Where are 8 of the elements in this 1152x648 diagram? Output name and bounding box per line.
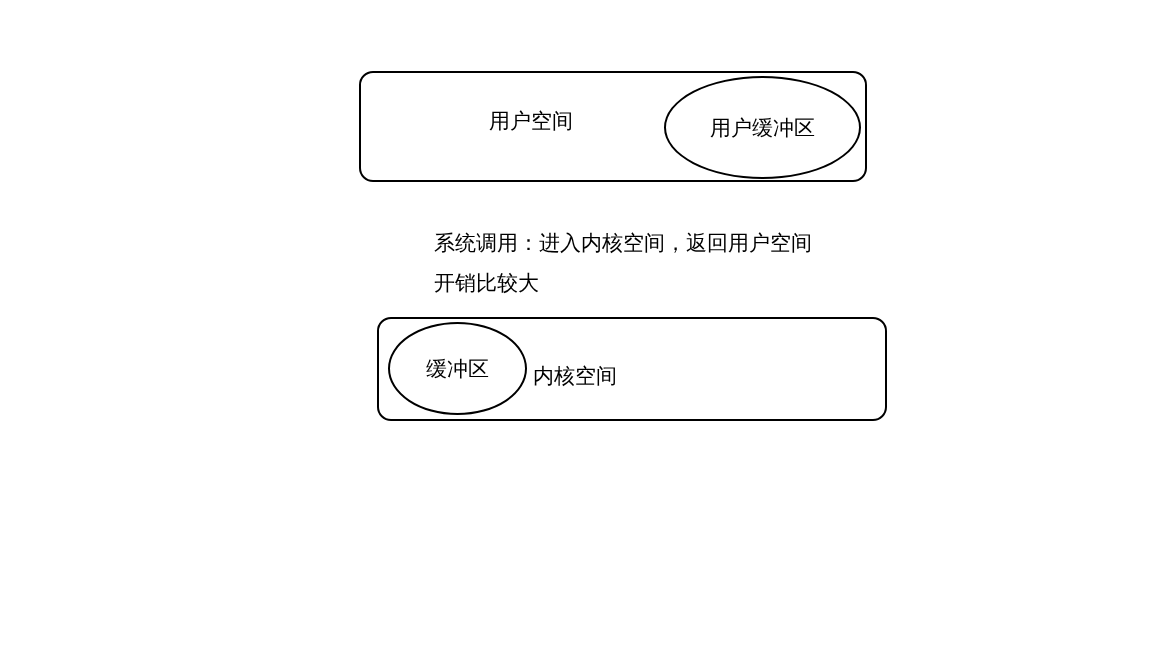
buffer-ellipse: 缓冲区 (388, 322, 527, 415)
box-label: 内核空间 (533, 364, 617, 390)
box-label: 用户空间 (489, 109, 573, 135)
buffer-ellipse: 用户缓冲区 (664, 76, 861, 179)
note-text: 系统调用：进入内核空间，返回用户空间 (434, 231, 812, 257)
note-text: 开销比较大 (434, 271, 539, 297)
user-space-box (359, 71, 867, 182)
kernel-space-box (377, 317, 887, 421)
